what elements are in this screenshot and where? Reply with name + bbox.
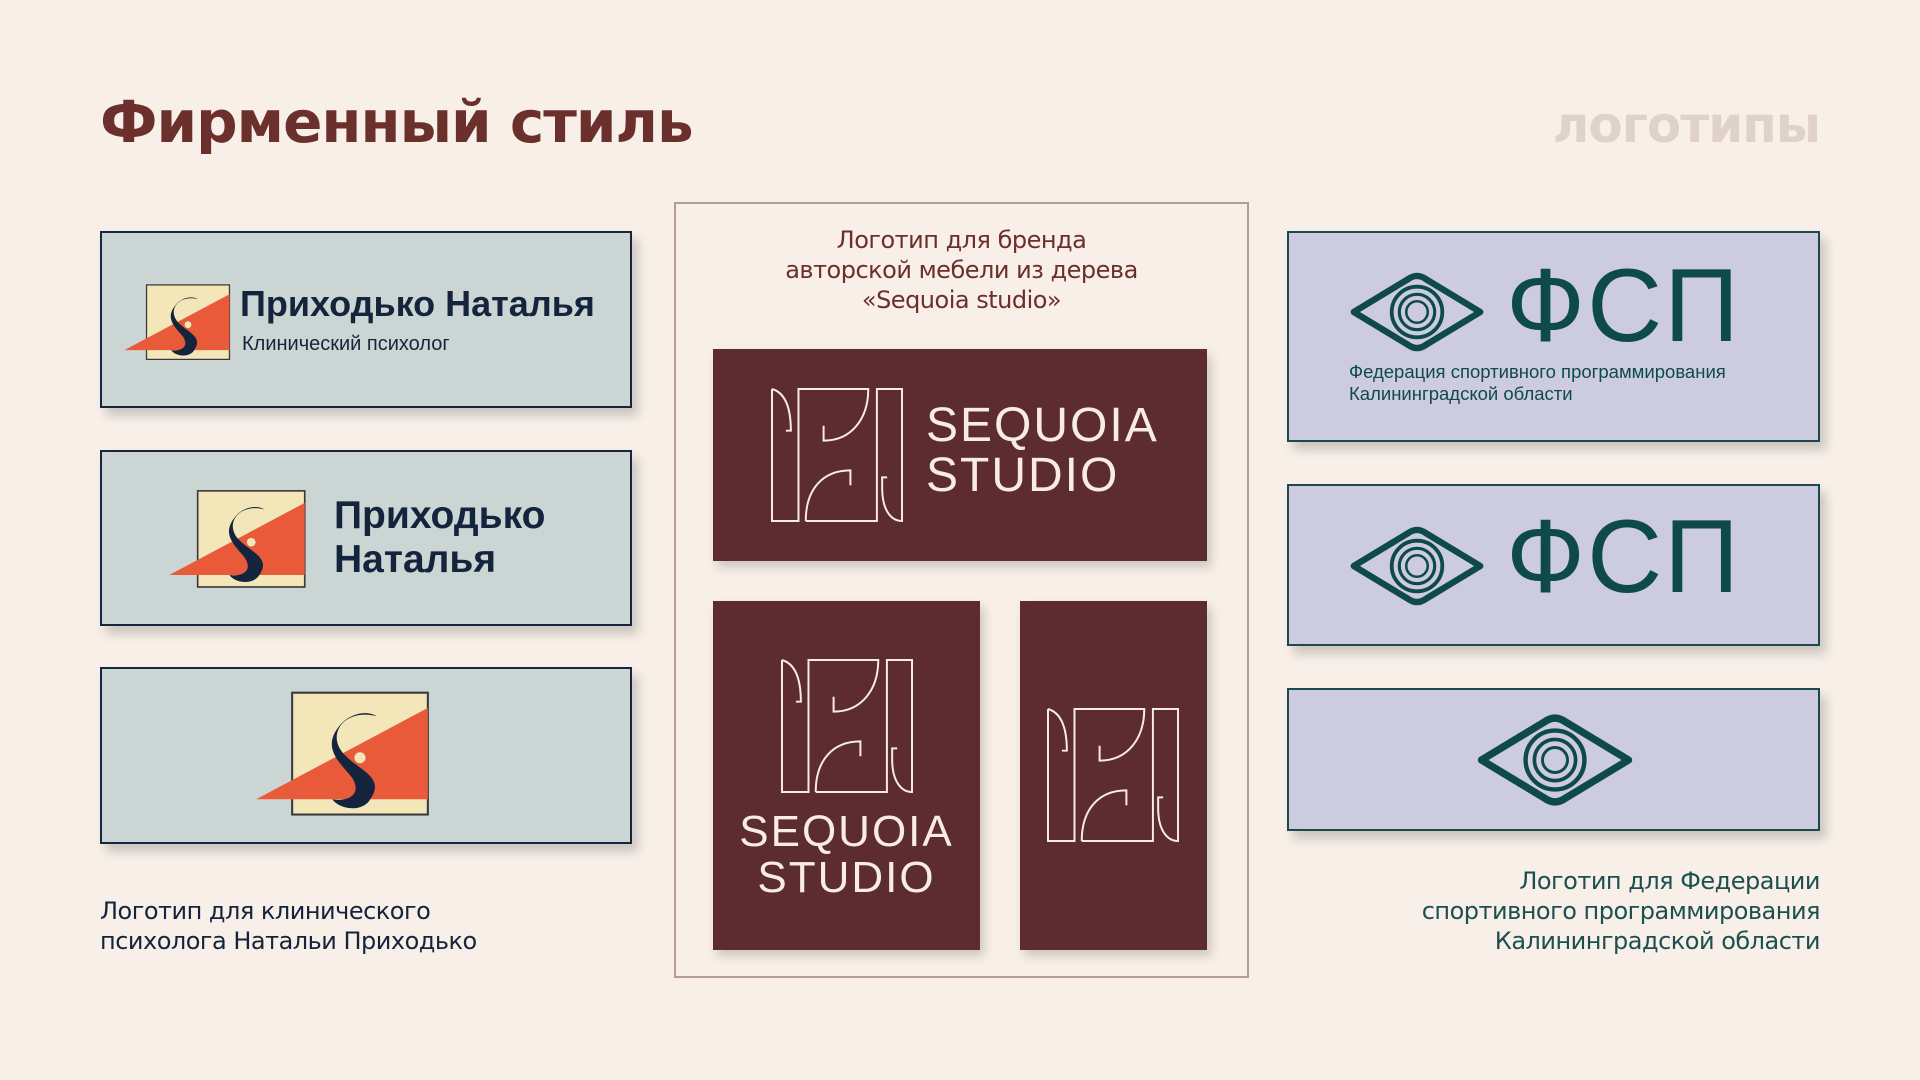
psychologist-logo-horizontal: Приходько Наталья Клинический психолог [100, 231, 632, 408]
sequoia-logo-vertical: SEQUOIA STUDIO [713, 601, 980, 950]
wordmark-line: SEQUOIA [926, 399, 1159, 452]
caption-line: Логотип для клинического [100, 897, 431, 925]
sequoia-frame [674, 202, 1249, 978]
sequoia-mark-icon [1046, 708, 1180, 842]
fsp-logo-full: ФСП Федерация спортивного программирован… [1287, 231, 1820, 442]
fullname-line: Федерация спортивного программирования [1349, 361, 1726, 382]
caption-line: авторской мебели из дерева [785, 256, 1138, 284]
psychologist-caption: Логотип для клинического психолога Натал… [100, 896, 477, 956]
caption-line: Логотип для Федерации [1519, 867, 1820, 895]
fsp-abbr: ФСП [1506, 248, 1741, 364]
sequoia-logo-horizontal: SEQUOIA STUDIO [713, 349, 1207, 561]
caption-line: спортивного программирования [1421, 897, 1821, 925]
sequoia-wordmark: SEQUOIA STUDIO [713, 807, 980, 903]
sequoia-caption: Логотип для бренда авторской мебели из д… [674, 225, 1249, 315]
caption-line: Калининградской области [1494, 927, 1821, 955]
psychologist-subtitle: Клинический психолог [242, 333, 450, 355]
eye-icon [1347, 269, 1487, 355]
fsp-abbr: ФСП [1506, 499, 1741, 615]
psychologist-logo-stacked: Приходько Наталья [100, 450, 632, 626]
caption-line: Логотип для бренда [836, 226, 1087, 254]
caption-line: «Sequoia studio» [861, 286, 1062, 314]
fsp-logo-short: ФСП [1287, 484, 1820, 646]
psychologist-logo-mark [100, 667, 632, 844]
psychologist-name: Приходько Наталья [240, 283, 595, 324]
wordmark-line: STUDIO [926, 449, 1120, 503]
psychologist-mark-icon [168, 490, 306, 588]
fsp-fullname: Федерация спортивного программирования К… [1349, 361, 1726, 405]
fullname-line: Калининградской области [1349, 383, 1573, 404]
eye-icon [1474, 710, 1636, 810]
name-line: Наталья [334, 538, 497, 581]
eye-icon [1347, 523, 1487, 609]
caption-line: психолога Натальи Приходько [100, 927, 477, 955]
psychologist-mark-icon [255, 691, 429, 816]
wordmark-line: SEQUOIA [739, 807, 954, 856]
sequoia-logo-mark [1020, 601, 1207, 950]
name-line: Приходько [334, 494, 546, 537]
sequoia-mark-icon [770, 387, 904, 522]
fsp-caption: Логотип для Федерации спортивного програ… [1421, 866, 1821, 956]
wordmark-line: STUDIO [757, 853, 936, 903]
section-title: логотипы [1552, 96, 1821, 154]
page-title: Фирменный стиль [100, 88, 694, 156]
sequoia-mark-icon [780, 659, 914, 793]
fsp-logo-mark [1287, 688, 1820, 831]
sequoia-wordmark: SEQUOIA STUDIO [926, 399, 1159, 503]
psychologist-name-stacked: Приходько Наталья [334, 494, 545, 582]
psychologist-mark-icon [123, 284, 231, 361]
